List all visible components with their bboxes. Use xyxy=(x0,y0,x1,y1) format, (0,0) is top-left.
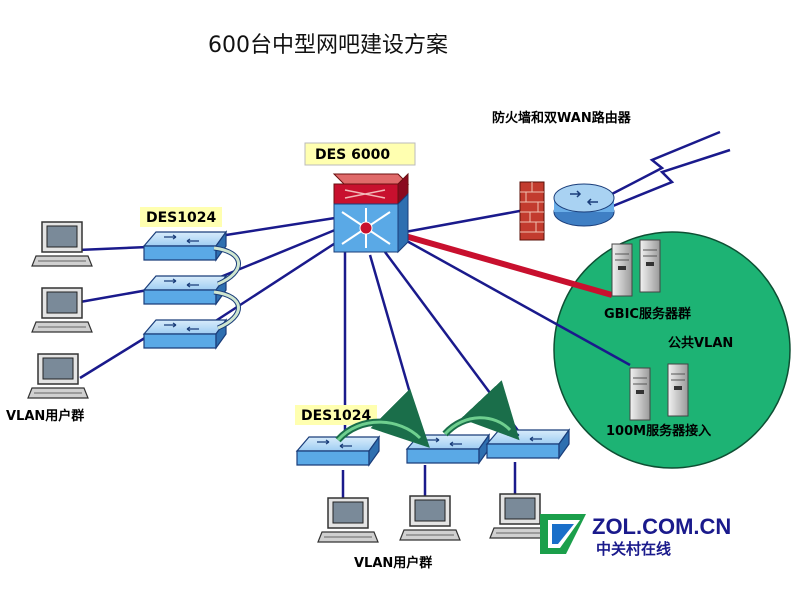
server-icon xyxy=(611,243,633,297)
firewall-router[interactable]: 防火墙和双WAN路由器 xyxy=(492,110,632,241)
pc-icon xyxy=(31,287,93,333)
left-switch-group: DES1024 xyxy=(140,207,241,349)
bottom-switch-3[interactable] xyxy=(486,429,570,459)
firewall-icon xyxy=(519,181,545,241)
core-switch[interactable]: DES 6000 xyxy=(304,142,416,254)
left-switch-label-box xyxy=(140,207,222,227)
left-switch-1[interactable] xyxy=(143,231,227,261)
bottom-switch-group: DES1024 xyxy=(295,380,570,466)
left-users-label: VLAN用户群 xyxy=(6,408,84,424)
pc-icon xyxy=(399,495,461,541)
core-label: DES 6000 xyxy=(315,147,390,163)
left-user-links xyxy=(77,245,149,380)
left-switch-2[interactable] xyxy=(143,275,227,305)
server-icon xyxy=(629,367,651,421)
bottom-switch-label: DES1024 xyxy=(301,408,371,424)
bottom-users-label: VLAN用户群 xyxy=(354,555,432,571)
gigabit-link xyxy=(404,233,613,298)
stack-cable-icon xyxy=(213,246,240,286)
public-vlan-label: 公共VLAN xyxy=(668,335,733,351)
server-icon xyxy=(639,239,661,293)
server-icon xyxy=(667,363,689,417)
zol-brand-cn: 中关村在线 xyxy=(596,540,671,558)
left-switch-label: DES1024 xyxy=(146,210,216,226)
bottom-switch-label-box xyxy=(295,405,377,425)
pc-icon xyxy=(31,221,93,267)
router-icon xyxy=(553,183,615,227)
firewall-label: 防火墙和双WAN路由器 xyxy=(492,110,632,126)
zol-brand: ZOL.COM.CN xyxy=(592,514,731,539)
bottom-switch-2[interactable] xyxy=(406,434,490,464)
server-access-label: 100M服务器接入 xyxy=(606,423,711,439)
bottom-switch-1[interactable] xyxy=(296,436,380,466)
pc-icon xyxy=(317,497,379,543)
pc-icon xyxy=(27,353,89,399)
diagram-title: 600台中型网吧建设方案 xyxy=(208,33,448,58)
gbic-server-label: GBIC服务器群 xyxy=(604,306,691,322)
core-label-box xyxy=(304,142,416,166)
zol-watermark: ZOL.COM.CN 中关村在线 xyxy=(540,514,731,558)
wan-links xyxy=(607,130,731,210)
stack-cable-icon xyxy=(213,290,240,330)
left-switch-3[interactable] xyxy=(143,319,227,349)
